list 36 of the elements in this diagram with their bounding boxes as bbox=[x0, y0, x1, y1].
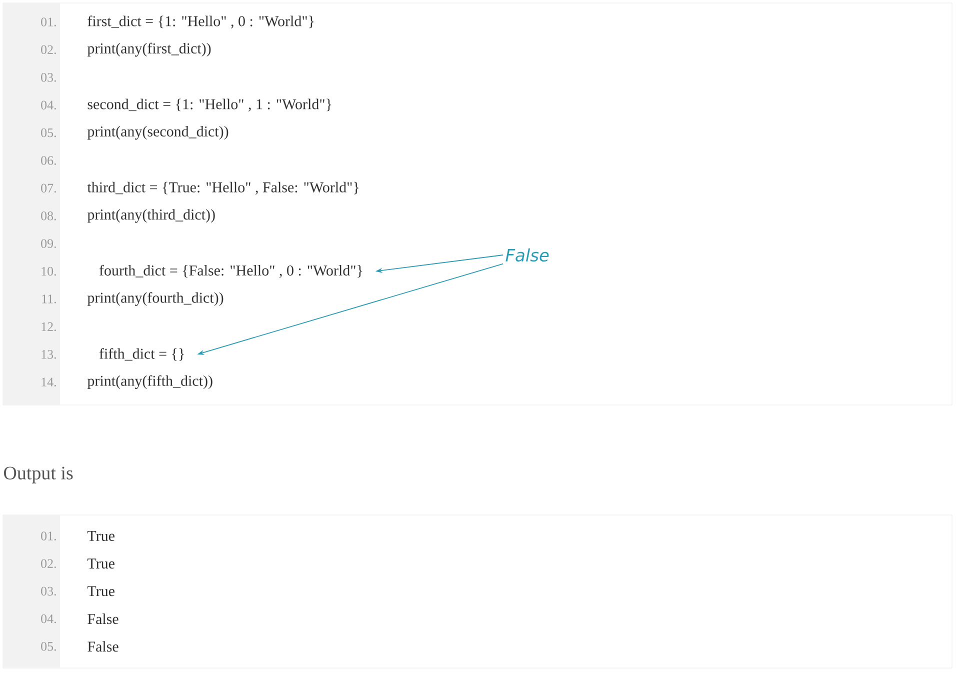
line-number: 03. bbox=[41, 586, 56, 596]
line-number: 01. bbox=[41, 18, 56, 26]
line-number: 08. bbox=[41, 212, 56, 220]
section-heading: Output is bbox=[4, 466, 73, 484]
line-number: 04. bbox=[41, 100, 56, 110]
code-line: print(any(first_dict)) bbox=[87, 42, 211, 57]
line-number: 02. bbox=[41, 45, 56, 54]
line-number: 06. bbox=[41, 156, 56, 165]
code-line: print(any(third_dict)) bbox=[87, 209, 215, 223]
code-line: second_dict = {1: "Hello" , 1 : "World"} bbox=[88, 98, 332, 112]
line-number: 11. bbox=[42, 294, 56, 304]
line-number: 05. bbox=[41, 642, 56, 651]
code-line: print(any(fifth_dict)) bbox=[87, 375, 212, 389]
output-line: True bbox=[87, 586, 114, 596]
code-line: fifth_dict = {} bbox=[99, 348, 184, 361]
line-number: 14. bbox=[42, 378, 56, 386]
code-line: print(any(second_dict)) bbox=[87, 126, 228, 140]
code-line: print(any(fourth_dict)) bbox=[87, 292, 224, 306]
output-line: False bbox=[88, 641, 118, 652]
annotation-text: False bbox=[506, 248, 549, 262]
code-line: fourth_dict = {False: "Hello" , 0 : "World"} bbox=[99, 264, 362, 278]
line-number: 12. bbox=[42, 322, 56, 332]
line-number: 01. bbox=[41, 532, 56, 540]
line-number: 03. bbox=[41, 73, 56, 82]
line-number: 10. bbox=[42, 266, 56, 276]
line-number: 13. bbox=[42, 350, 56, 359]
line-number: 07. bbox=[41, 184, 56, 193]
output-line: True bbox=[87, 558, 114, 569]
line-number: 02. bbox=[41, 559, 56, 568]
output-line: True bbox=[87, 531, 114, 541]
line-number: 04. bbox=[41, 614, 56, 624]
output-line: False bbox=[88, 614, 118, 624]
code-line: first_dict = {1: "Hello" , 0 : "World"} bbox=[88, 16, 314, 28]
line-number: 05. bbox=[41, 128, 56, 138]
line-number: 09. bbox=[41, 239, 56, 248]
code-line: third_dict = {True: "Hello" , False: "World"} bbox=[87, 182, 359, 195]
